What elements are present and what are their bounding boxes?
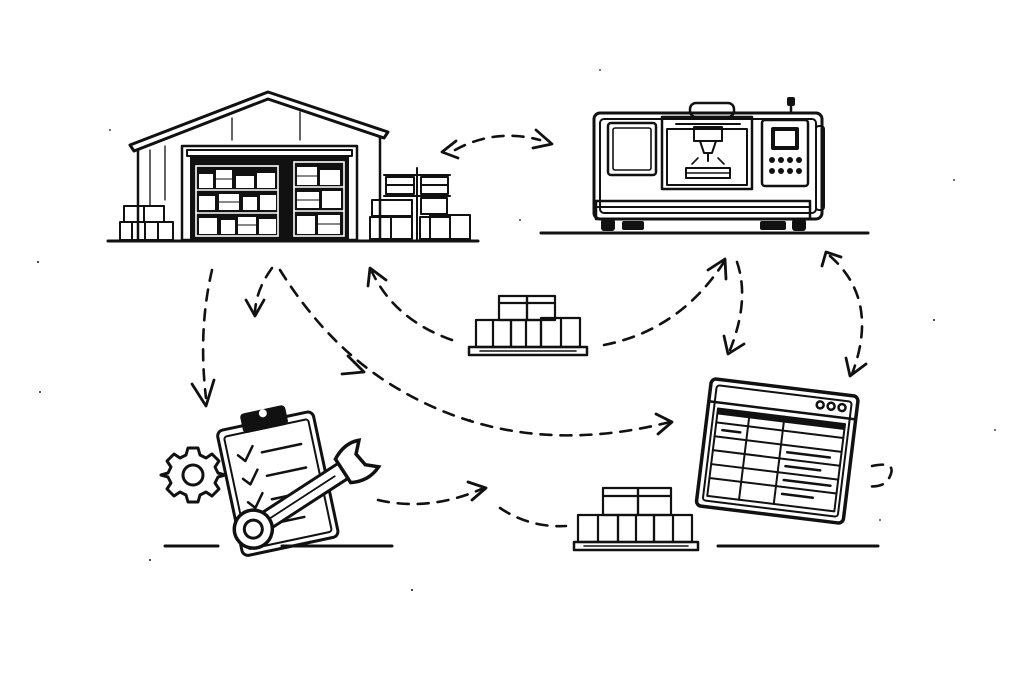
connector-warehouse-maintenance <box>190 268 216 408</box>
warehouse-icon <box>106 90 480 243</box>
connector-warehouse-short <box>244 266 274 318</box>
boxes-pallet-icon <box>467 294 589 357</box>
connector-warehouse-cnc <box>440 128 554 160</box>
spreadsheet-window-icon <box>694 377 893 548</box>
background-speckles <box>37 69 996 591</box>
cnc-machine-icon <box>539 97 870 235</box>
clipboard-wrench-gear-icon <box>159 405 394 557</box>
connector-inventory-cnc <box>602 257 728 347</box>
connector-warehouse-software <box>278 268 674 437</box>
connector-cnc-down <box>722 260 746 356</box>
boxes-pallet-icon <box>572 486 700 552</box>
connector-cnc-software <box>820 250 868 378</box>
connector-inventory-warehouse <box>366 266 454 342</box>
connector-maintenance-software <box>376 480 568 528</box>
